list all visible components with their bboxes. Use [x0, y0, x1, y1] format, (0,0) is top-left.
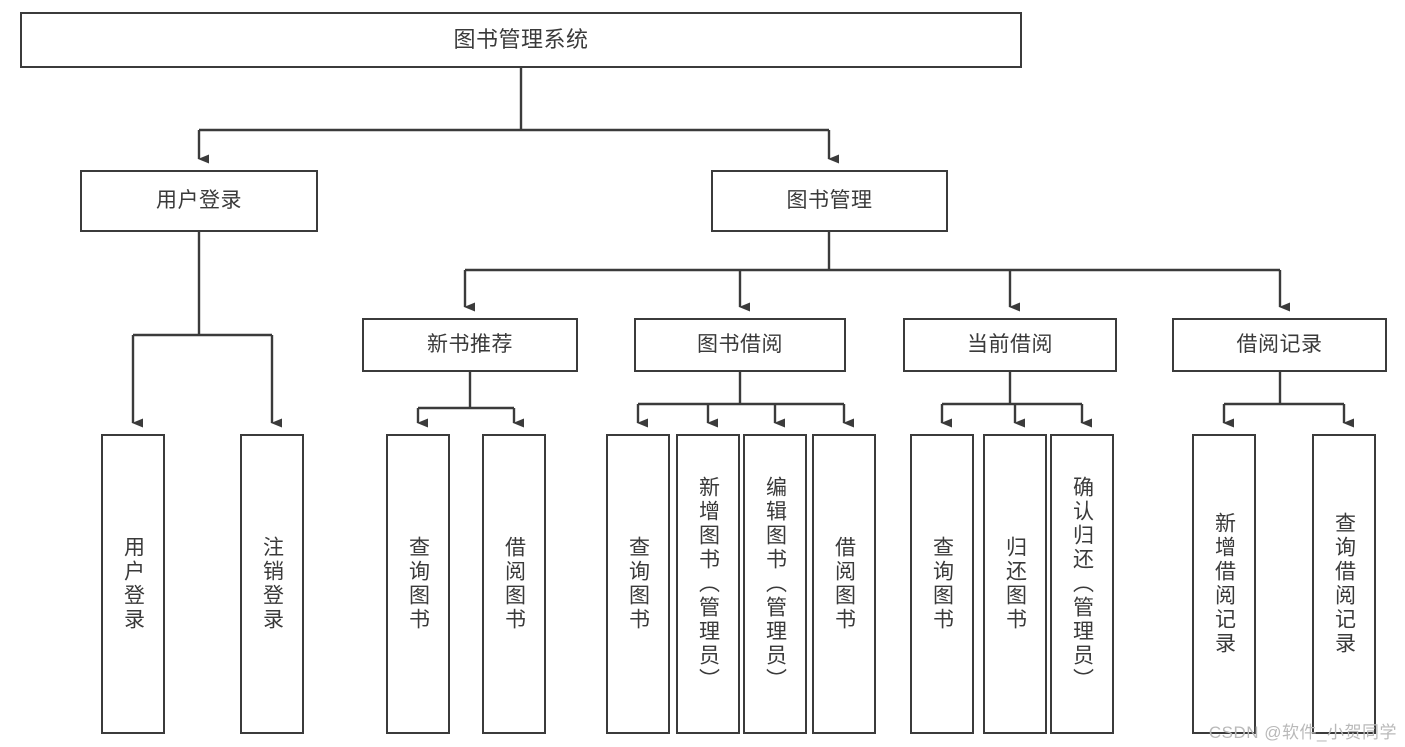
node-label: 确认归还（管理员）	[1070, 476, 1094, 692]
node-label: 新增借阅记录	[1212, 512, 1236, 656]
node-label: 注销登录	[260, 536, 284, 632]
node-book-management[interactable]: 图书管理	[711, 170, 948, 232]
node-label: 借阅图书	[502, 536, 526, 632]
node-label: 图书借阅	[697, 332, 783, 356]
watermark-text: CSDN @软件_小贺同学	[1208, 723, 1397, 742]
node-label: 借阅图书	[832, 536, 856, 632]
leaf-query-books-recommendation[interactable]: 查询图书	[386, 434, 450, 734]
node-label: 用户登录	[121, 536, 145, 632]
node-label: 借阅记录	[1236, 332, 1323, 356]
leaf-logout[interactable]: 注销登录	[240, 434, 304, 734]
node-label: 新增图书（管理员）	[696, 476, 720, 692]
node-label: 查询图书	[406, 536, 430, 632]
leaf-add-book-admin[interactable]: 新增图书（管理员）	[676, 434, 740, 734]
leaf-edit-book-admin[interactable]: 编辑图书（管理员）	[743, 434, 807, 734]
leaf-query-borrow-record[interactable]: 查询借阅记录	[1312, 434, 1376, 734]
leaf-return-books[interactable]: 归还图书	[983, 434, 1047, 734]
node-user-login[interactable]: 用户登录	[80, 170, 318, 232]
node-label: 新书推荐	[427, 332, 513, 356]
leaf-confirm-return-admin[interactable]: 确认归还（管理员）	[1050, 434, 1114, 734]
node-new-book-recommendation[interactable]: 新书推荐	[362, 318, 578, 372]
node-label: 图书管理	[786, 188, 873, 212]
node-label: 查询图书	[626, 536, 650, 632]
node-label: 查询借阅记录	[1332, 512, 1356, 656]
node-borrow-records[interactable]: 借阅记录	[1172, 318, 1387, 372]
node-label: 归还图书	[1003, 536, 1027, 632]
node-root-book-management-system[interactable]: 图书管理系统	[20, 12, 1022, 68]
node-label: 编辑图书（管理员）	[763, 476, 787, 692]
leaf-query-books-borrowing[interactable]: 查询图书	[606, 434, 670, 734]
node-book-borrowing[interactable]: 图书借阅	[634, 318, 846, 372]
node-label: 用户登录	[156, 188, 242, 212]
node-label: 查询图书	[930, 536, 954, 632]
leaf-borrow-books-borrowing[interactable]: 借阅图书	[812, 434, 876, 734]
node-label: 当前借阅	[967, 332, 1053, 356]
node-current-borrowing[interactable]: 当前借阅	[903, 318, 1117, 372]
leaf-query-books-current[interactable]: 查询图书	[910, 434, 974, 734]
leaf-borrow-books-recommendation[interactable]: 借阅图书	[482, 434, 546, 734]
leaf-user-login[interactable]: 用户登录	[101, 434, 165, 734]
leaf-add-borrow-record[interactable]: 新增借阅记录	[1192, 434, 1256, 734]
node-label: 图书管理系统	[453, 27, 589, 53]
